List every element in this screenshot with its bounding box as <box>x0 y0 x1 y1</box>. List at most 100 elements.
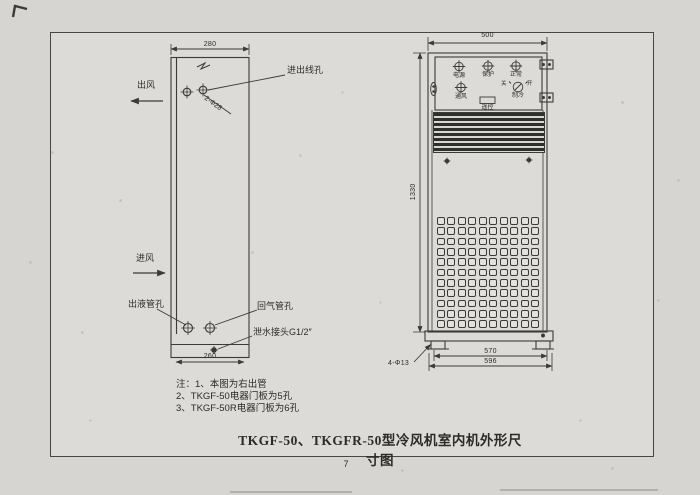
vent-hole <box>520 299 529 308</box>
indicator-lights <box>452 59 528 94</box>
vent-hole <box>447 247 456 256</box>
knob-pointer <box>508 81 528 91</box>
liquid-out-label: 出液管孔 <box>128 299 165 309</box>
crosshair <box>203 321 217 335</box>
vent-hole <box>457 309 466 318</box>
vent-hole <box>437 258 445 267</box>
vent-hole <box>468 320 477 328</box>
vent-hole <box>510 289 519 298</box>
vent-hole <box>447 309 456 318</box>
dim-596: 596 <box>484 358 497 365</box>
vent-hole <box>489 227 498 236</box>
air-out-label: 出风 <box>137 80 156 90</box>
normal-light-label: 正常 <box>509 72 522 78</box>
vent-hole <box>510 268 519 277</box>
hinge-screw <box>542 63 545 66</box>
vent-hole <box>499 217 508 225</box>
vent-hole <box>489 289 498 298</box>
leader-wire-holes <box>207 74 286 91</box>
vent-hole <box>531 247 539 256</box>
vent-hole <box>437 299 445 308</box>
vent-hole <box>520 227 529 236</box>
vent-hole <box>468 227 477 236</box>
wire-holes-label: 进出线孔 <box>287 65 324 75</box>
break-symbol <box>196 61 211 71</box>
vent-hole <box>489 320 498 328</box>
vent-hole <box>499 309 508 318</box>
vent-hole <box>457 227 466 236</box>
vent-hole <box>437 278 445 287</box>
vent-hole <box>499 268 508 277</box>
crosshair <box>452 60 466 73</box>
vent-hole <box>437 217 445 225</box>
dim-570: 570 <box>484 348 497 355</box>
vent-hole <box>510 320 519 328</box>
drawing-notes: 注：1、本图为右出管 2、TKGF-50电器门板为5孔 3、TKGF-50R电器… <box>176 379 299 415</box>
vent-hole <box>478 320 487 328</box>
crosshair <box>481 59 495 73</box>
vent-hole <box>510 278 519 287</box>
vent-hole <box>489 268 498 277</box>
vent-hole <box>457 320 466 328</box>
vent-hole <box>531 278 539 287</box>
vent-hole <box>468 278 477 287</box>
lock-dot <box>432 85 435 88</box>
vent-hole <box>478 278 487 287</box>
vent-hole <box>478 247 487 256</box>
vent-hole <box>478 258 487 267</box>
leader-wire-size <box>203 94 232 115</box>
vent-hole <box>499 247 508 256</box>
vent-hole <box>520 247 529 256</box>
vent-hole <box>510 247 519 256</box>
dim-1330: 1330 <box>410 183 418 201</box>
vent-hole <box>520 309 529 318</box>
scan-corner-mark <box>11 4 28 18</box>
vent-hole <box>510 309 519 318</box>
crosshair <box>181 321 195 335</box>
vent-hole <box>531 289 539 298</box>
vent-hole <box>437 320 445 328</box>
vent-hole <box>510 217 519 225</box>
vent-hole <box>447 237 456 246</box>
vent-hole <box>531 217 539 225</box>
vent-hole <box>478 299 487 308</box>
vent-hole <box>447 217 456 225</box>
vent-hole <box>520 278 529 287</box>
vent-hole <box>457 299 466 308</box>
vent-hole <box>489 309 498 318</box>
vent-hole <box>520 258 529 267</box>
hinge-screw <box>548 96 551 99</box>
note-line-3: 3、TKGF-50R电器门板为6孔 <box>176 402 299 414</box>
power-light-label: 电源 <box>452 72 465 79</box>
vent-hole <box>510 299 519 308</box>
bleed-through-mark <box>500 489 658 491</box>
vent-hole <box>457 289 466 298</box>
base-bolt-dot <box>541 333 545 338</box>
cooling-switch-knob <box>512 81 524 93</box>
vent-hole <box>489 247 498 256</box>
vent-hole <box>478 227 487 236</box>
vent-hole <box>437 227 445 236</box>
vent-hole <box>510 237 519 246</box>
vent-hole <box>468 309 477 318</box>
bleed-through-mark <box>230 491 352 493</box>
leader-liquid-out <box>156 308 187 326</box>
vent-hole <box>499 299 508 308</box>
vent-hole <box>468 299 477 308</box>
drawing-title: TKGF-50、TKGFR-50型冷风机室内机外形尺寸图 <box>238 433 522 468</box>
vent-hole <box>478 309 487 318</box>
door-lock-icon <box>430 82 437 96</box>
protect-light-label: 保护 <box>481 72 494 78</box>
vent-hole <box>531 227 539 236</box>
drain-label: 泄水接头G1/2″ <box>253 327 312 337</box>
remote-receiver-window <box>479 96 496 104</box>
vent-hole <box>489 217 498 225</box>
vent-hole <box>457 237 466 246</box>
remote-label: 遥控 <box>481 105 494 111</box>
vent-hole <box>457 217 466 225</box>
vent-hole <box>437 268 445 277</box>
vent-hole <box>520 268 529 277</box>
crosshair <box>443 157 451 165</box>
leader-gas-return <box>214 309 258 326</box>
